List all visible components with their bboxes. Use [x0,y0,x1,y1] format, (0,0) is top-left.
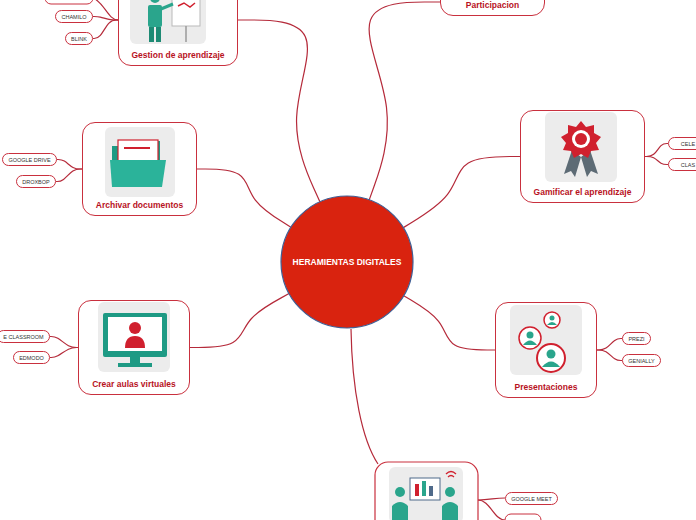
circle-shape [281,196,413,328]
branch-connector [597,339,622,351]
tool-pill: CHAMILO [55,10,93,23]
category-box: Archivar documentos [82,122,197,216]
branch-connector [50,337,78,348]
category-title: Archivar documentos [96,200,183,210]
tool-name: CELE [681,141,695,147]
tool-name: GOOGLE MEET [511,496,552,502]
branch-connector [597,350,622,361]
category-title: Presentaciones [515,382,578,392]
category-box: Crear aulas virtuales [78,300,190,395]
tool-name: CHAMILO [61,14,86,20]
branch-connector [197,169,291,227]
cut-pill [45,0,93,4]
tool-name: PREZI [628,336,644,342]
monitor-icon [98,302,170,372]
branch-connector [403,157,520,228]
category-box: Gamificar el aprendizaje [520,110,645,203]
branch-connector [50,348,78,358]
cut-box [375,462,478,520]
branch-connector [238,20,320,202]
tool-pill: DROXBOP [16,175,56,188]
central-topic: HERAMIENTAS DIGITALES [280,195,414,329]
meeting-icon [389,467,463,520]
tool-name: BLINK [71,36,87,42]
tool-pill: GENIALLY [622,354,661,367]
tool-name: GENIALLY [628,358,655,364]
category-title: Crear aulas virtuales [92,379,176,389]
tool-name: DROXBOP [22,179,50,185]
central-title: HERAMIENTAS DIGITALES [293,257,402,267]
tool-pill: CELE [668,137,696,150]
category-title: Participacion [466,0,519,10]
branch-connector [645,144,668,157]
branch-connector [645,157,668,165]
branch-connector [93,17,118,21]
tool-pill: E CLASSROOM [0,330,50,343]
tool-pill: GOOGLE DRIVE [2,153,57,166]
tool-pill: GOOGLE MEET [505,492,558,505]
branch-connector [57,160,82,170]
category-box: Gestion de aprendizaje [118,0,238,66]
people-icon [510,305,582,375]
tool-pill: EDMODO [13,351,50,364]
branch-connector [190,294,289,348]
branch-connector [56,169,82,182]
tool-name: EDMODO [19,355,44,361]
leader-lines [93,0,505,520]
branch-connector [404,296,495,350]
tool-name: GOOGLE DRIVE [8,157,50,163]
tool-name: E CLASSROOM [3,334,43,340]
category-box: Participacion [440,0,545,16]
category-box: Presentaciones [495,302,597,398]
cut-pill [505,514,541,520]
tool-pill: CLAS [668,158,696,171]
branch-connector [369,2,440,200]
medal-icon [545,112,617,182]
category-title: Gamificar el aprendizaje [534,187,632,197]
category-title: Gestion de aprendizaje [131,50,224,60]
branch-connector [93,20,118,39]
folder-icon [105,127,175,197]
tool-pill: PREZI [622,332,651,345]
teacher-icon [130,0,206,44]
tool-pill: BLINK [65,32,93,45]
tool-name: CLAS [681,162,695,168]
